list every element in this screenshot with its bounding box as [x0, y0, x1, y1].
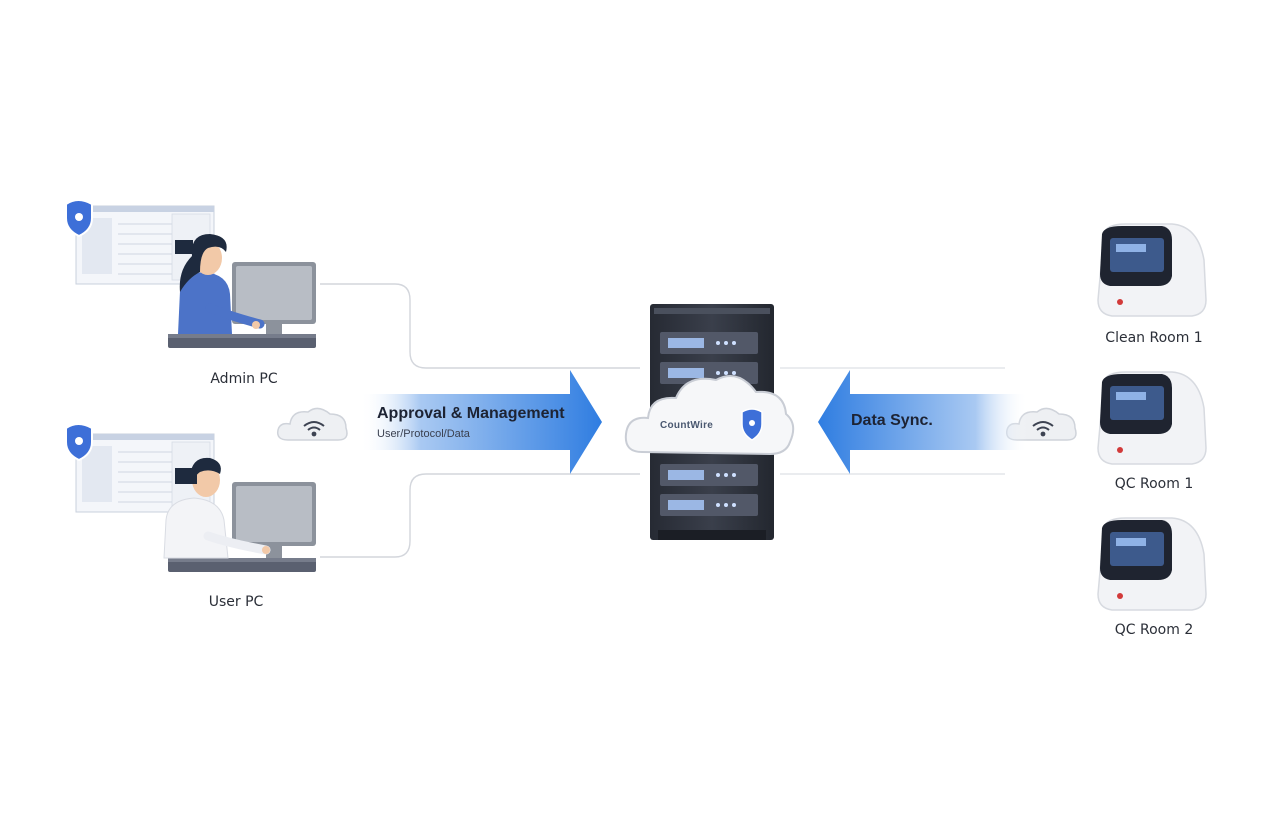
qc-room-2-label: QC Room 2: [1114, 622, 1194, 638]
user-workstation-illustration: [65, 423, 316, 572]
qc-room-1-label: QC Room 1: [1114, 476, 1194, 492]
user-pc-label: User PC: [208, 594, 264, 610]
device-node-clean-room-1: Clean Room 1: [1086, 220, 1226, 350]
data-sync-arrow-title: Data Sync.: [851, 412, 933, 429]
clean-room-1-label: Clean Room 1: [1105, 330, 1203, 346]
device-node-qc-room-2: QC Room 2: [1086, 514, 1226, 644]
data-sync-arrow: [818, 370, 1028, 474]
cell-counter-device-icon: [1097, 223, 1207, 317]
admin-connector-line: [320, 283, 640, 369]
wifi-cloud-icon: [276, 407, 348, 441]
device-node-qc-room-1: QC Room 1: [1086, 368, 1226, 498]
approval-arrow-title: Approval & Management: [377, 405, 565, 422]
approval-arrow: [360, 370, 602, 474]
countwire-brand-label: CountWire: [660, 420, 714, 431]
approval-arrow-subtitle: User/Protocol/Data: [377, 428, 470, 440]
admin-workstation-illustration: [65, 199, 316, 348]
user-pc-node: User PC: [60, 420, 330, 610]
admin-pc-node: Admin PC: [60, 196, 330, 387]
cell-counter-device-icon: [1097, 371, 1207, 465]
user-connector-line: [320, 473, 640, 558]
server-rack-illustration: [624, 304, 795, 540]
admin-pc-label: Admin PC: [210, 371, 278, 387]
cell-counter-device-icon: [1097, 517, 1207, 611]
server-node: CountWire: [620, 302, 796, 546]
